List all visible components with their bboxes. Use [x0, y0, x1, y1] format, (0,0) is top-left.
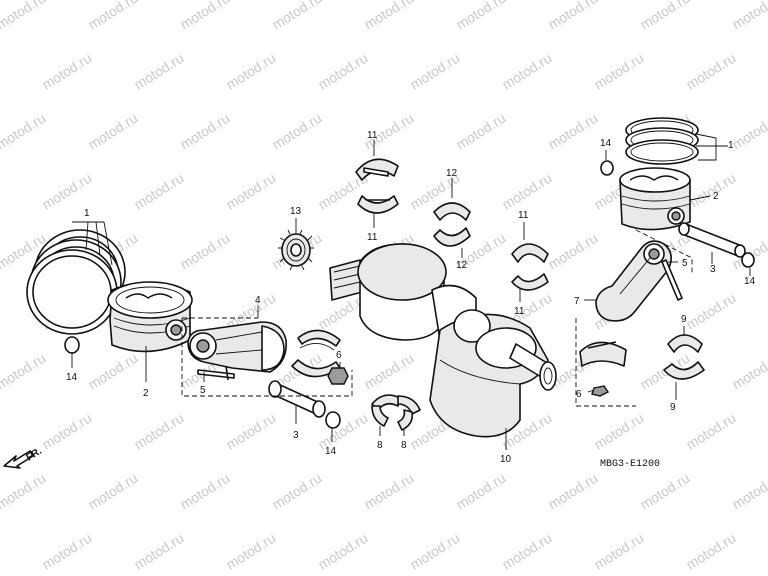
piston-ring-set-left: [26, 229, 126, 335]
callout-8-b: 8: [401, 440, 407, 451]
callout-5-left: 5: [200, 385, 206, 396]
callout-10: 10: [500, 454, 512, 465]
bearing-shells-8: [371, 394, 421, 431]
callout-1-left: 1: [84, 208, 90, 219]
piston-pin-right: [678, 222, 746, 258]
callout-5-right: 5: [682, 258, 688, 269]
piston-pin-clips: [64, 160, 755, 429]
conrod-group-right: [575, 229, 693, 407]
piston-left: [107, 281, 193, 353]
leader-lines: [71, 133, 751, 450]
callout-1-right: 1: [728, 140, 734, 151]
callout-11-d: 11: [514, 306, 525, 317]
callout-4: 4: [255, 295, 261, 306]
callout-2-right: 2: [713, 191, 719, 202]
timing-gear: [278, 229, 314, 271]
front-direction-indicator: FR.: [3, 446, 44, 469]
conrod-group-left: [181, 317, 353, 397]
callout-7: 7: [574, 296, 580, 307]
callout-14-b: 14: [325, 446, 337, 457]
callout-3-left: 3: [293, 430, 299, 441]
callout-11-b: 11: [367, 232, 378, 243]
callout-9-b: 9: [670, 402, 676, 413]
callout-12-a: 12: [446, 168, 458, 179]
arrow-icon: [3, 450, 34, 469]
diagram-code: MBG3-E1200: [600, 459, 660, 470]
piston-right: [619, 167, 691, 231]
direction-label: FR.: [24, 446, 44, 464]
callout-11-c: 11: [518, 210, 529, 221]
bearing-shells-11-right: [511, 243, 549, 291]
callout-14-d: 14: [744, 276, 756, 287]
callout-11-a: 11: [367, 130, 378, 141]
piston-ring-set-right: [625, 117, 699, 165]
bearing-shells-12: [433, 202, 471, 247]
callout-3-right: 3: [710, 264, 716, 275]
crankshaft: [329, 243, 557, 438]
callout-12-b: 12: [456, 260, 468, 271]
callout-2-left: 2: [143, 388, 149, 399]
bearing-shells-9: [663, 334, 705, 380]
callout-9-a: 9: [681, 314, 687, 325]
callout-6-right: 6: [576, 389, 582, 400]
callout-6-left: 6: [336, 350, 342, 361]
bearing-shells-11-left: [355, 158, 399, 214]
callout-14-a: 14: [66, 372, 78, 383]
callout-14-c: 14: [600, 138, 612, 149]
piston-pin-left: [268, 380, 326, 418]
callout-8-a: 8: [377, 440, 383, 451]
callout-numbers: 1 1 2 2 3 3 4 5 5 6 6 7 8 8 9 9 10 11 11…: [66, 130, 756, 465]
callout-13: 13: [290, 206, 302, 217]
